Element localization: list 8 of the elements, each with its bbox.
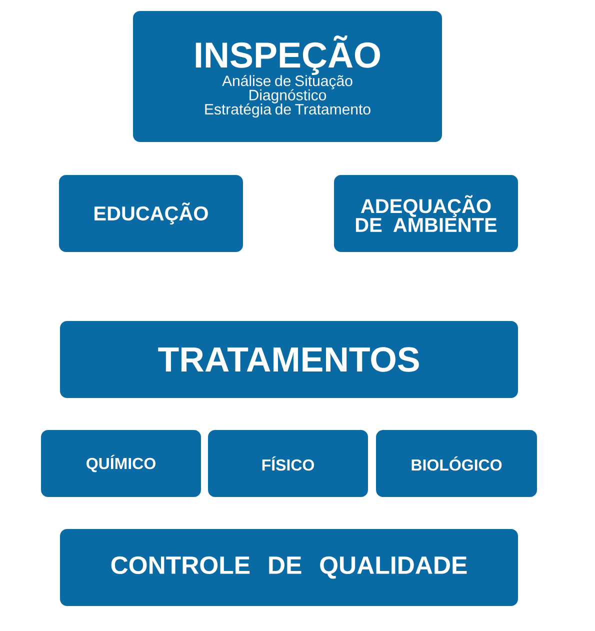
quality-control-box: CONTROLE DE QUALIDADE [60,529,518,606]
category-box: TRATAMENTOS [60,321,518,398]
category-box: ADEQUAÇÃO DE AMBIENTE [334,175,518,252]
inspection-box: INSPEÇÃO Análise de Situação Diagnóstico Estratégia de Tratamento [133,11,442,142]
category-box: EDUCAÇÃO [59,175,243,252]
treatment-box: BIOLÓGICO [376,430,537,497]
treatment-box: QUÍMICO [41,430,201,497]
treatment-box: FÍSICO [208,430,368,497]
